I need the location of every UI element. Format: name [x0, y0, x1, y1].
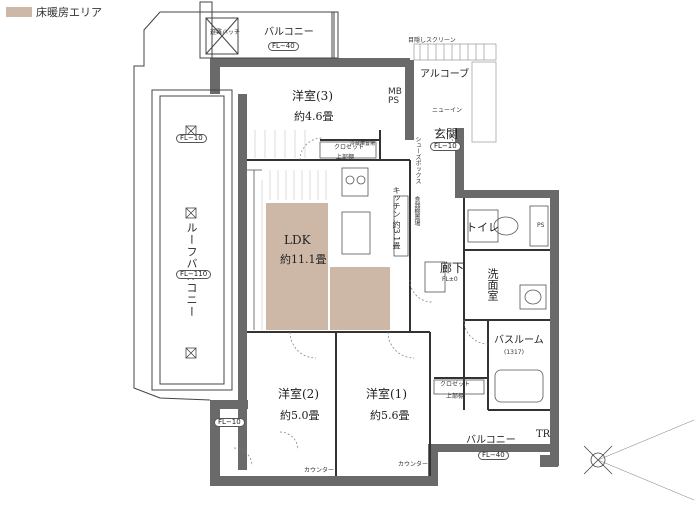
ldk-name: LDK — [284, 233, 311, 247]
bathroom-name: バスルーム — [494, 335, 544, 346]
counter-2-label: カウンター — [304, 467, 335, 474]
roof-balcony-outline — [133, 1, 339, 401]
mbps-label: MB PS — [388, 87, 402, 106]
alcove-name: アルコーブ — [420, 69, 470, 80]
alcove-screen — [413, 43, 497, 143]
pantry-label: 食器棚置場 — [413, 196, 420, 226]
counter-1-label: カウンター — [398, 461, 429, 468]
entrance-name: 玄関 — [434, 127, 459, 141]
toilet-name: トイレ — [466, 221, 499, 234]
sun-direction-lines — [597, 419, 695, 501]
upper-cabinet-1-label: 上部棚 — [446, 393, 465, 400]
screen-gate-label: 目隠しスクリーン — [408, 37, 456, 44]
western-room-3-area: 約4.6畳 — [294, 110, 334, 123]
western-room-1-area: 約5.6畳 — [370, 409, 410, 422]
exterior-walls — [210, 58, 559, 486]
fridge-label: 冷蔵庫置場 — [350, 141, 376, 147]
bottom-balcony-level: FL−40 — [478, 451, 509, 460]
bathroom-size: (1317) — [504, 349, 524, 356]
ps-label: PS — [537, 222, 545, 229]
floor-heating-legend: 床暖房エリア — [6, 4, 102, 20]
floor-heating-area-ldk — [266, 203, 328, 330]
floor-heating-swatch — [6, 7, 32, 17]
floor-boards — [254, 130, 327, 330]
floor-heating-legend-label: 床暖房エリア — [36, 6, 102, 19]
western-room-3-name: 洋室(3) — [292, 89, 333, 103]
kitchen-name: キッチン 約3.1畳 — [392, 186, 401, 250]
western-room-2-area: 約5.0畳 — [280, 409, 320, 422]
roof-balcony-level: FL−110 — [176, 270, 212, 279]
western-room-2-name: 洋室(2) — [278, 387, 319, 401]
upper-cabinet-3-label: 上部棚 — [336, 154, 355, 161]
roof-balcony-level-upper: FL−10 — [176, 134, 207, 143]
roof-balcony-tail-level: FL−10 — [214, 418, 245, 427]
tr-label: TR — [536, 429, 551, 440]
evac-hatch-label: 避難ハッチ — [210, 29, 241, 36]
corridor-level: FL±0 — [442, 276, 458, 283]
washroom-name: 洗面室 — [486, 268, 499, 301]
fixtures — [247, 141, 549, 403]
floor-heating-area-kitchen — [330, 267, 390, 330]
top-balcony-level: FL−40 — [268, 42, 299, 51]
entrance-level: FL−10 — [430, 142, 461, 151]
interior-walls — [247, 130, 550, 476]
western-room-1-name: 洋室(1) — [366, 387, 407, 401]
corridor-name: 廊下 — [440, 261, 465, 275]
bottom-balcony-name: バルコニー — [466, 435, 516, 446]
closet-3-label: クロゼット — [334, 144, 365, 151]
closet-1-label: クロゼット — [440, 381, 471, 388]
top-balcony-name: バルコニー — [264, 27, 314, 38]
new-in-label: ニューイン — [432, 107, 463, 114]
shoe-box-label: シューズボックス — [414, 136, 421, 184]
ldk-area: 約11.1畳 — [280, 253, 327, 266]
